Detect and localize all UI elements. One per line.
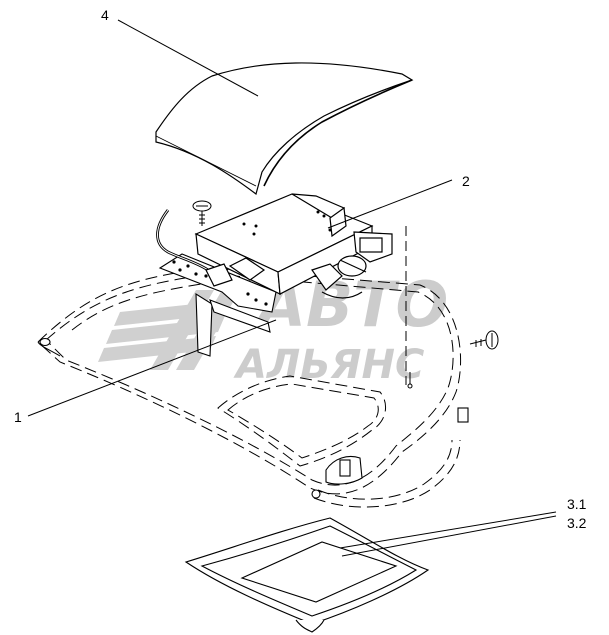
bracket-holes bbox=[172, 260, 268, 306]
watermark-text-alyans: АЛЬЯНС bbox=[233, 342, 424, 388]
control-unit-part bbox=[194, 193, 393, 299]
frame-fittings bbox=[39, 337, 469, 499]
callout-label-3-2: 3.2 bbox=[567, 515, 587, 531]
screw-top-icon bbox=[192, 200, 212, 226]
callout-label-2: 2 bbox=[462, 173, 470, 189]
screw-side-icon bbox=[469, 330, 499, 350]
roof-cover-part bbox=[155, 62, 414, 196]
callout-label-1: 1 bbox=[14, 409, 22, 425]
leader-line-4 bbox=[117, 19, 259, 97]
watermark-logo-icon bbox=[98, 290, 240, 370]
leader-line-1 bbox=[27, 319, 277, 417]
screw-small-icon bbox=[407, 372, 413, 389]
leader-line-3-1 bbox=[339, 511, 557, 549]
callout-label-4: 4 bbox=[101, 7, 109, 23]
leader-line-2 bbox=[327, 179, 453, 229]
filter-pad-part bbox=[184, 517, 430, 633]
callout-label-3-1: 3.1 bbox=[567, 496, 587, 512]
leader-lines bbox=[27, 19, 557, 557]
leader-line-3-2 bbox=[341, 515, 557, 557]
